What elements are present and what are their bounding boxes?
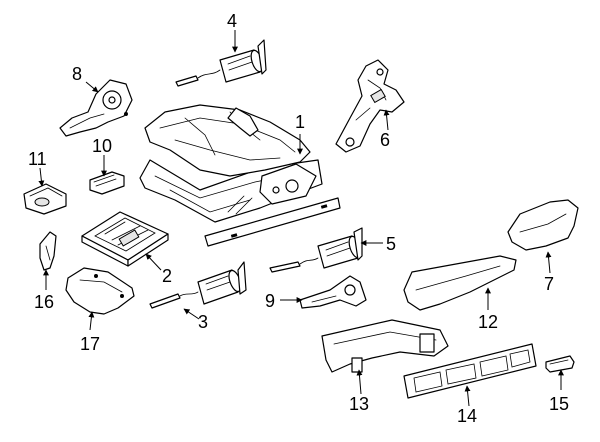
callout-13: 13 (349, 394, 369, 414)
callout-17: 17 (80, 334, 100, 354)
part-16-small-bracket (39, 231, 57, 271)
part-10-clip (89, 171, 125, 195)
callout-12: 12 (478, 312, 498, 332)
part-3-motor (149, 261, 247, 309)
part-8-bracket (59, 79, 133, 137)
part-6-bracket (335, 59, 405, 153)
callout-10: 10 (92, 136, 112, 156)
part-2-cushion-tray (81, 211, 169, 267)
leader-lines (38, 30, 564, 407)
part-11-switch (23, 183, 67, 215)
part-7-side-cover (507, 199, 579, 251)
callout-labels: 1 2 3 4 5 6 7 8 9 10 11 12 13 14 15 16 1… (28, 11, 569, 426)
part-13-lower-bracket (321, 319, 449, 373)
callout-8: 8 (72, 64, 82, 84)
part-1-seat-frame (139, 104, 341, 247)
part-14-rail-panel (403, 343, 537, 399)
part-12-trim-panel (403, 255, 517, 311)
callout-6: 6 (380, 130, 390, 150)
callout-11: 11 (28, 149, 47, 169)
callout-1: 1 (295, 112, 305, 132)
callout-14: 14 (457, 406, 477, 426)
callout-15: 15 (549, 394, 569, 414)
part-17-cover-bracket (65, 267, 135, 315)
callout-5: 5 (386, 234, 396, 254)
part-9-lever (299, 275, 367, 309)
callout-2: 2 (162, 266, 172, 286)
callout-4: 4 (227, 11, 237, 31)
part-4-motor (175, 39, 267, 87)
callout-7: 7 (544, 274, 554, 294)
callout-3: 3 (198, 312, 208, 332)
callout-9: 9 (265, 291, 275, 311)
part-15-small-clip (545, 355, 575, 373)
part-5-motor (269, 227, 363, 273)
callout-16: 16 (34, 292, 54, 312)
